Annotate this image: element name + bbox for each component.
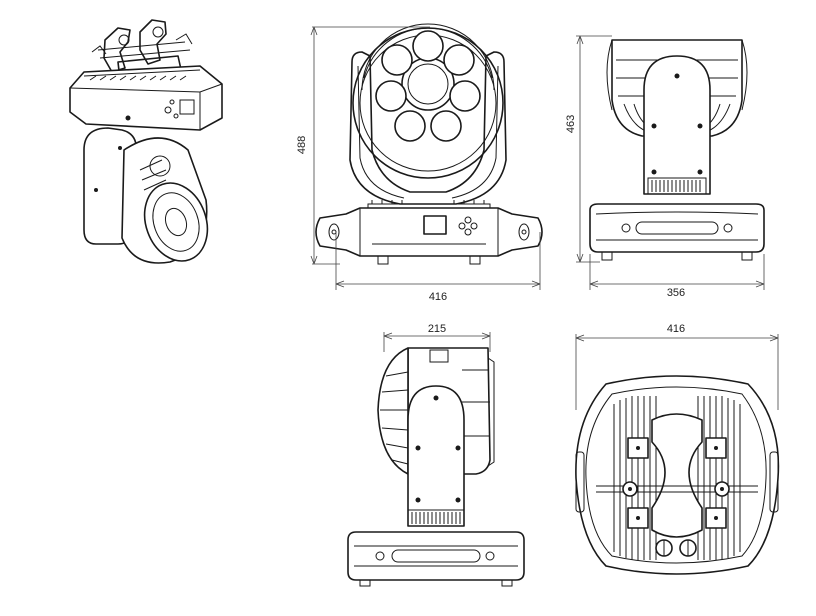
front-lens [381,44,413,76]
rear-base [347,531,525,587]
side-view [589,39,765,261]
bottom-dimensions: 416 [575,323,779,410]
front-dimensions: 488 416 [296,26,541,303]
front-lens [430,110,462,142]
front-lens [412,30,444,62]
rear-yoke [407,385,465,527]
bottom-view [575,375,780,575]
rear-dimensions: 215 [383,323,491,352]
perspective-base [69,65,223,131]
dim-bottom-width: 416 [667,323,685,335]
front-view [315,23,543,265]
side-base [589,203,765,261]
perspective-head [121,137,209,264]
perspective-view [69,19,223,264]
front-lens [394,110,426,142]
bottom-ribs [613,396,741,560]
dim-side-depth: 356 [667,287,685,299]
side-rear-view [347,347,525,587]
dim-rear-depth: 215 [428,323,446,335]
front-display [423,215,447,235]
front-lens [375,80,407,112]
rear-vent [407,509,465,527]
dim-front-height: 488 [296,136,308,154]
front-lens [449,80,481,112]
side-vent [647,177,707,195]
front-base [315,200,543,265]
front-lens-array [375,30,481,142]
dim-side-height: 463 [565,115,577,133]
side-dimensions: 463 356 [565,35,765,299]
front-lens [443,44,475,76]
side-yoke [643,55,711,195]
dim-front-width: 416 [429,291,447,303]
